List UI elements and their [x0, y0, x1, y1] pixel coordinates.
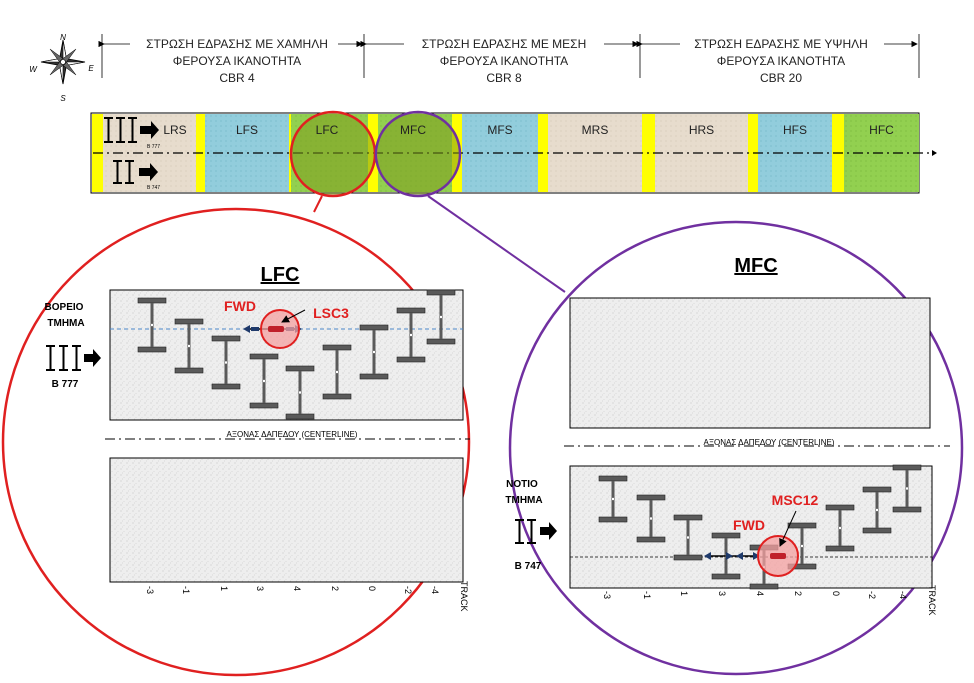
section-labels: ΣΤΡΩΣΗ ΕΔΡΑΣΗΣ ΜΕ ΧΑΜΗΛΗ ΦΕΡΟΥΣΑ ΙΚΑΝΟΤΗ…	[146, 37, 868, 85]
lfc-south-slab	[109, 457, 464, 583]
lfc-track-label-2: 1	[219, 586, 229, 591]
test-strip: LRS LFS MFS MRS HRS HFS HFC	[90, 112, 937, 194]
section-low-line2: ΦΕΡΟΥΣΑ ΙΚΑΝΟΤΗΤΑ	[173, 54, 301, 68]
mfc-south-slab	[569, 465, 933, 589]
mfc-track-label-8: -4	[898, 591, 908, 599]
lfc-track-axis-label: TRACK	[459, 581, 469, 612]
strip-label-lfc: LFC	[316, 123, 339, 137]
lfc-fwd-device	[243, 309, 306, 349]
mfc-strain-gauge-7	[862, 486, 892, 534]
mfc-zoom-circle	[508, 220, 964, 676]
strip-label-mrs: MRS	[582, 123, 609, 137]
mfc-track-label-1: -1	[642, 591, 652, 599]
section-low-line1: ΣΤΡΩΣΗ ΕΔΡΑΣΗΣ ΜΕ ΧΑΜΗΛΗ	[146, 37, 328, 51]
lfc-strain-gauge-5	[322, 344, 352, 400]
mfc-track-label-2: 1	[679, 591, 689, 596]
aircraft-b777-strip-icon: B 777	[104, 117, 160, 150]
section-mid-line1: ΣΤΡΩΣΗ ΕΔΡΑΣΗΣ ΜΕ ΜΕΣΗ	[422, 37, 587, 51]
lfc-side-label-2: ΤΜΗΜΑ	[47, 318, 84, 329]
section-mid-line3: CBR 8	[486, 71, 522, 85]
mfc-track-label-5: 2	[793, 591, 803, 596]
lfc-strain-gauge-8	[426, 289, 456, 345]
lfc-connector	[313, 195, 323, 213]
compass-south: S	[60, 94, 66, 103]
compass-west: W	[29, 65, 38, 74]
mfc-side-label-1: ΝΟΤΙΟ	[506, 479, 538, 490]
mfc-strain-gauge-0	[598, 475, 628, 523]
lfc-strain-gauge-4	[285, 365, 315, 420]
mfc-strain-gauge-2	[673, 514, 703, 561]
aircraft-b747-strip-label: B 747	[147, 185, 160, 191]
lfc-track-label-6: 0	[367, 586, 377, 591]
lfc-strain-gauge-2	[211, 335, 241, 390]
section-dimensions	[98, 34, 920, 78]
mfc-track-label-7: -2	[867, 591, 877, 599]
mfc-track-label-6: 0	[831, 591, 841, 596]
lfc-track-label-3: 3	[255, 586, 265, 591]
mfc-north-slab	[569, 297, 931, 429]
lfc-track-label-8: -4	[430, 586, 440, 594]
lfc-track-label-7: -2	[403, 586, 413, 594]
mfc-fwd-label: FWD	[733, 517, 765, 533]
lfc-fwd-label: FWD	[224, 298, 256, 314]
compass-east: E	[88, 64, 94, 73]
section-high-line2: ΦΕΡΟΥΣΑ ΙΚΑΝΟΤΗΤΑ	[717, 54, 845, 68]
strip-label-hrs: HRS	[689, 123, 714, 137]
strip-label-hfc: HFC	[869, 123, 894, 137]
mfc-track-label-3: 3	[717, 591, 727, 596]
mfc-strain-gauge-8	[892, 464, 922, 513]
compass-icon: N S E W	[29, 33, 94, 103]
strip-label-lrs: LRS	[163, 123, 186, 137]
mfc-strain-gauge-1	[636, 494, 666, 543]
mfc-fwd-device	[704, 510, 799, 577]
mfc-sensor-label: MSC12	[772, 492, 819, 508]
strip-label-mfc: MFC	[400, 123, 426, 137]
lfc-strain-gauge-3	[249, 353, 279, 409]
mfc-aircraft-label: B 747	[515, 561, 542, 572]
mfc-centerline-label: ΑΞΟΝΑΣ ΔΑΠΕΔΟΥ (CENTERLINE)	[704, 438, 835, 447]
mfc-aircraft-icon	[515, 519, 557, 544]
lfc-track-label-4: 4	[292, 586, 302, 591]
lfc-aircraft-label: B 777	[52, 379, 79, 390]
mfc-strain-gauge-6	[825, 504, 855, 552]
mfc-side-label-2: ΤΜΗΜΑ	[505, 495, 542, 506]
mfc-connector	[427, 195, 566, 293]
strip-label-lfs: LFS	[236, 123, 258, 137]
strip-label-mfs: MFS	[487, 123, 512, 137]
mfc-detail: MFC ΑΞΟΝΑΣ ΔΑΠΕΔΟΥ (CENTERLINE) ΝΟΤΙΟ ΤΜ…	[505, 220, 964, 676]
aircraft-b777-strip-label: B 777	[147, 144, 160, 150]
section-low-line3: CBR 4	[219, 71, 255, 85]
mfc-highlight-circle	[374, 110, 462, 198]
lfc-sensor-label: LSC3	[313, 305, 349, 321]
strip-label-hfs: HFS	[783, 123, 807, 137]
lfc-strain-gauge-0	[137, 297, 167, 353]
lfc-strain-gauge-1	[174, 318, 204, 374]
section-high-line1: ΣΤΡΩΣΗ ΕΔΡΑΣΗΣ ΜΕ ΥΨΗΛΗ	[694, 37, 868, 51]
lfc-track-label-1: -1	[181, 586, 191, 594]
lfc-centerline-label: ΑΞΟΝΑΣ ΔΑΠΕΔΟΥ (CENTERLINE)	[227, 430, 358, 439]
section-high-line3: CBR 20	[760, 71, 802, 85]
lfc-title: LFC	[261, 264, 300, 286]
mfc-title: MFC	[734, 255, 777, 277]
lfc-strain-gauge-6	[359, 324, 389, 380]
lfc-side-label-1: ΒΟΡΕΙΟ	[45, 302, 84, 313]
compass-north: N	[60, 33, 66, 42]
lfc-track-label-0: -3	[145, 586, 155, 594]
mfc-track-label-4: 4	[755, 591, 765, 596]
lfc-strain-gauge-7	[396, 307, 426, 363]
mfc-track-axis-label: TRACK	[927, 585, 937, 616]
mfc-track-label-0: -3	[602, 591, 612, 599]
lfc-zoom-circle	[1, 207, 471, 677]
section-mid-line2: ΦΕΡΟΥΣΑ ΙΚΑΝΟΤΗΤΑ	[440, 54, 568, 68]
lfc-track-label-5: 2	[330, 586, 340, 591]
lfc-detail: LFC ΑΞΟΝΑΣ ΔΑΠΕΔΟΥ (CENTERLINE) ΒΟΡΕΙΟ Τ…	[1, 207, 471, 677]
aircraft-b747-strip-icon: B 747	[113, 160, 160, 191]
lfc-aircraft-icon	[46, 345, 101, 371]
